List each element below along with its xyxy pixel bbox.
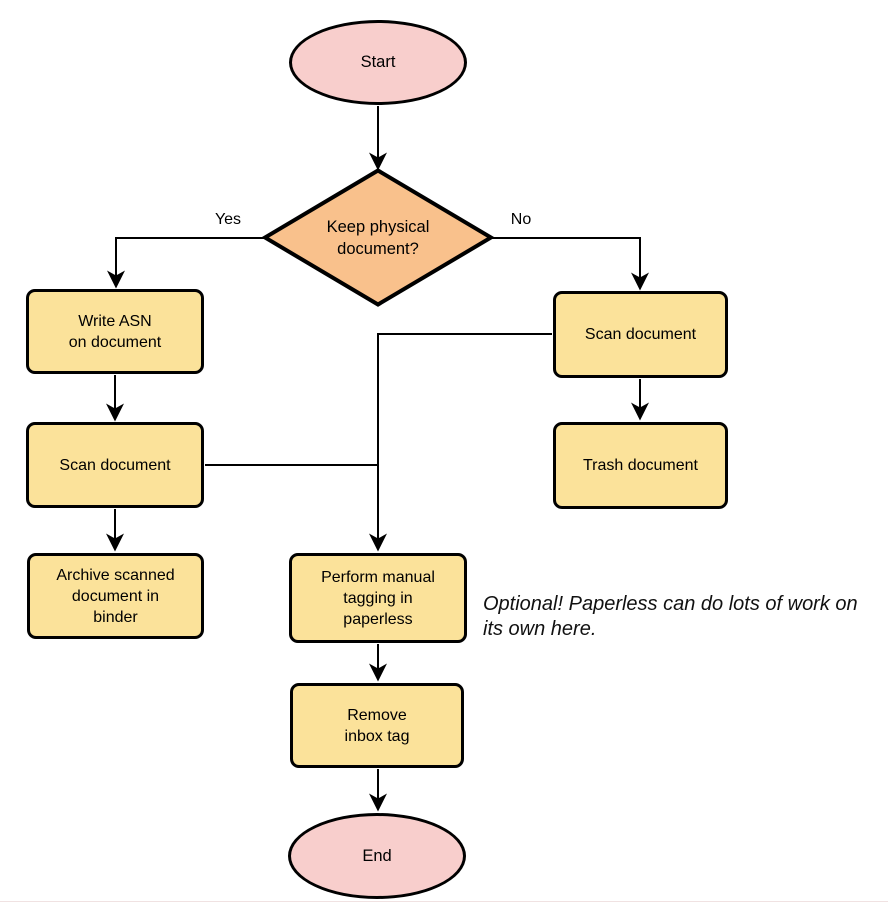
node-scan-document-left: Scan document (26, 422, 204, 508)
node-remove-inbox-tag: Remove inbox tag (290, 683, 464, 768)
bottom-hairline (0, 901, 888, 902)
node-trash-document-label: Trash document (582, 457, 698, 474)
node-end: End (288, 813, 466, 899)
annotation-optional-note: Optional! Paperless can do lots of work … (483, 593, 858, 640)
node-scan-document-left-label: Scan document (59, 456, 171, 474)
node-decision-label: Keep physical document? (326, 217, 430, 258)
decision-diamond-shape (262, 168, 494, 307)
node-write-asn: Write ASN on document (26, 289, 204, 374)
edge-decision-yes-to-write-asn (107, 237, 265, 289)
node-archive-in-binder: Archive scanned document in binder (27, 553, 204, 639)
node-write-asn-label: Write ASN on document (68, 312, 162, 351)
node-trash-document: Trash document (553, 422, 728, 509)
node-end-label: End (362, 846, 392, 865)
edge-label-yes: Yes (214, 211, 242, 228)
node-scan-document-right-label: Scan document (584, 326, 697, 343)
edge-scan-right-to-tag (369, 333, 552, 552)
node-decision-keep-physical: Keep physical document? (262, 168, 494, 307)
node-remove-inbox-tag-label: Remove inbox tag (344, 706, 410, 745)
node-manual-tagging: Perform manual tagging in paperless (289, 553, 467, 643)
edge-decision-no-to-scan-right (487, 237, 649, 291)
node-start-label: Start (360, 53, 396, 71)
edge-label-no: No (510, 211, 532, 228)
node-archive-in-binder-label: Archive scanned document in binder (56, 566, 175, 626)
node-manual-tagging-label: Perform manual tagging in paperless (321, 568, 435, 628)
node-scan-document-right: Scan document (553, 291, 728, 378)
node-start: Start (289, 20, 467, 105)
